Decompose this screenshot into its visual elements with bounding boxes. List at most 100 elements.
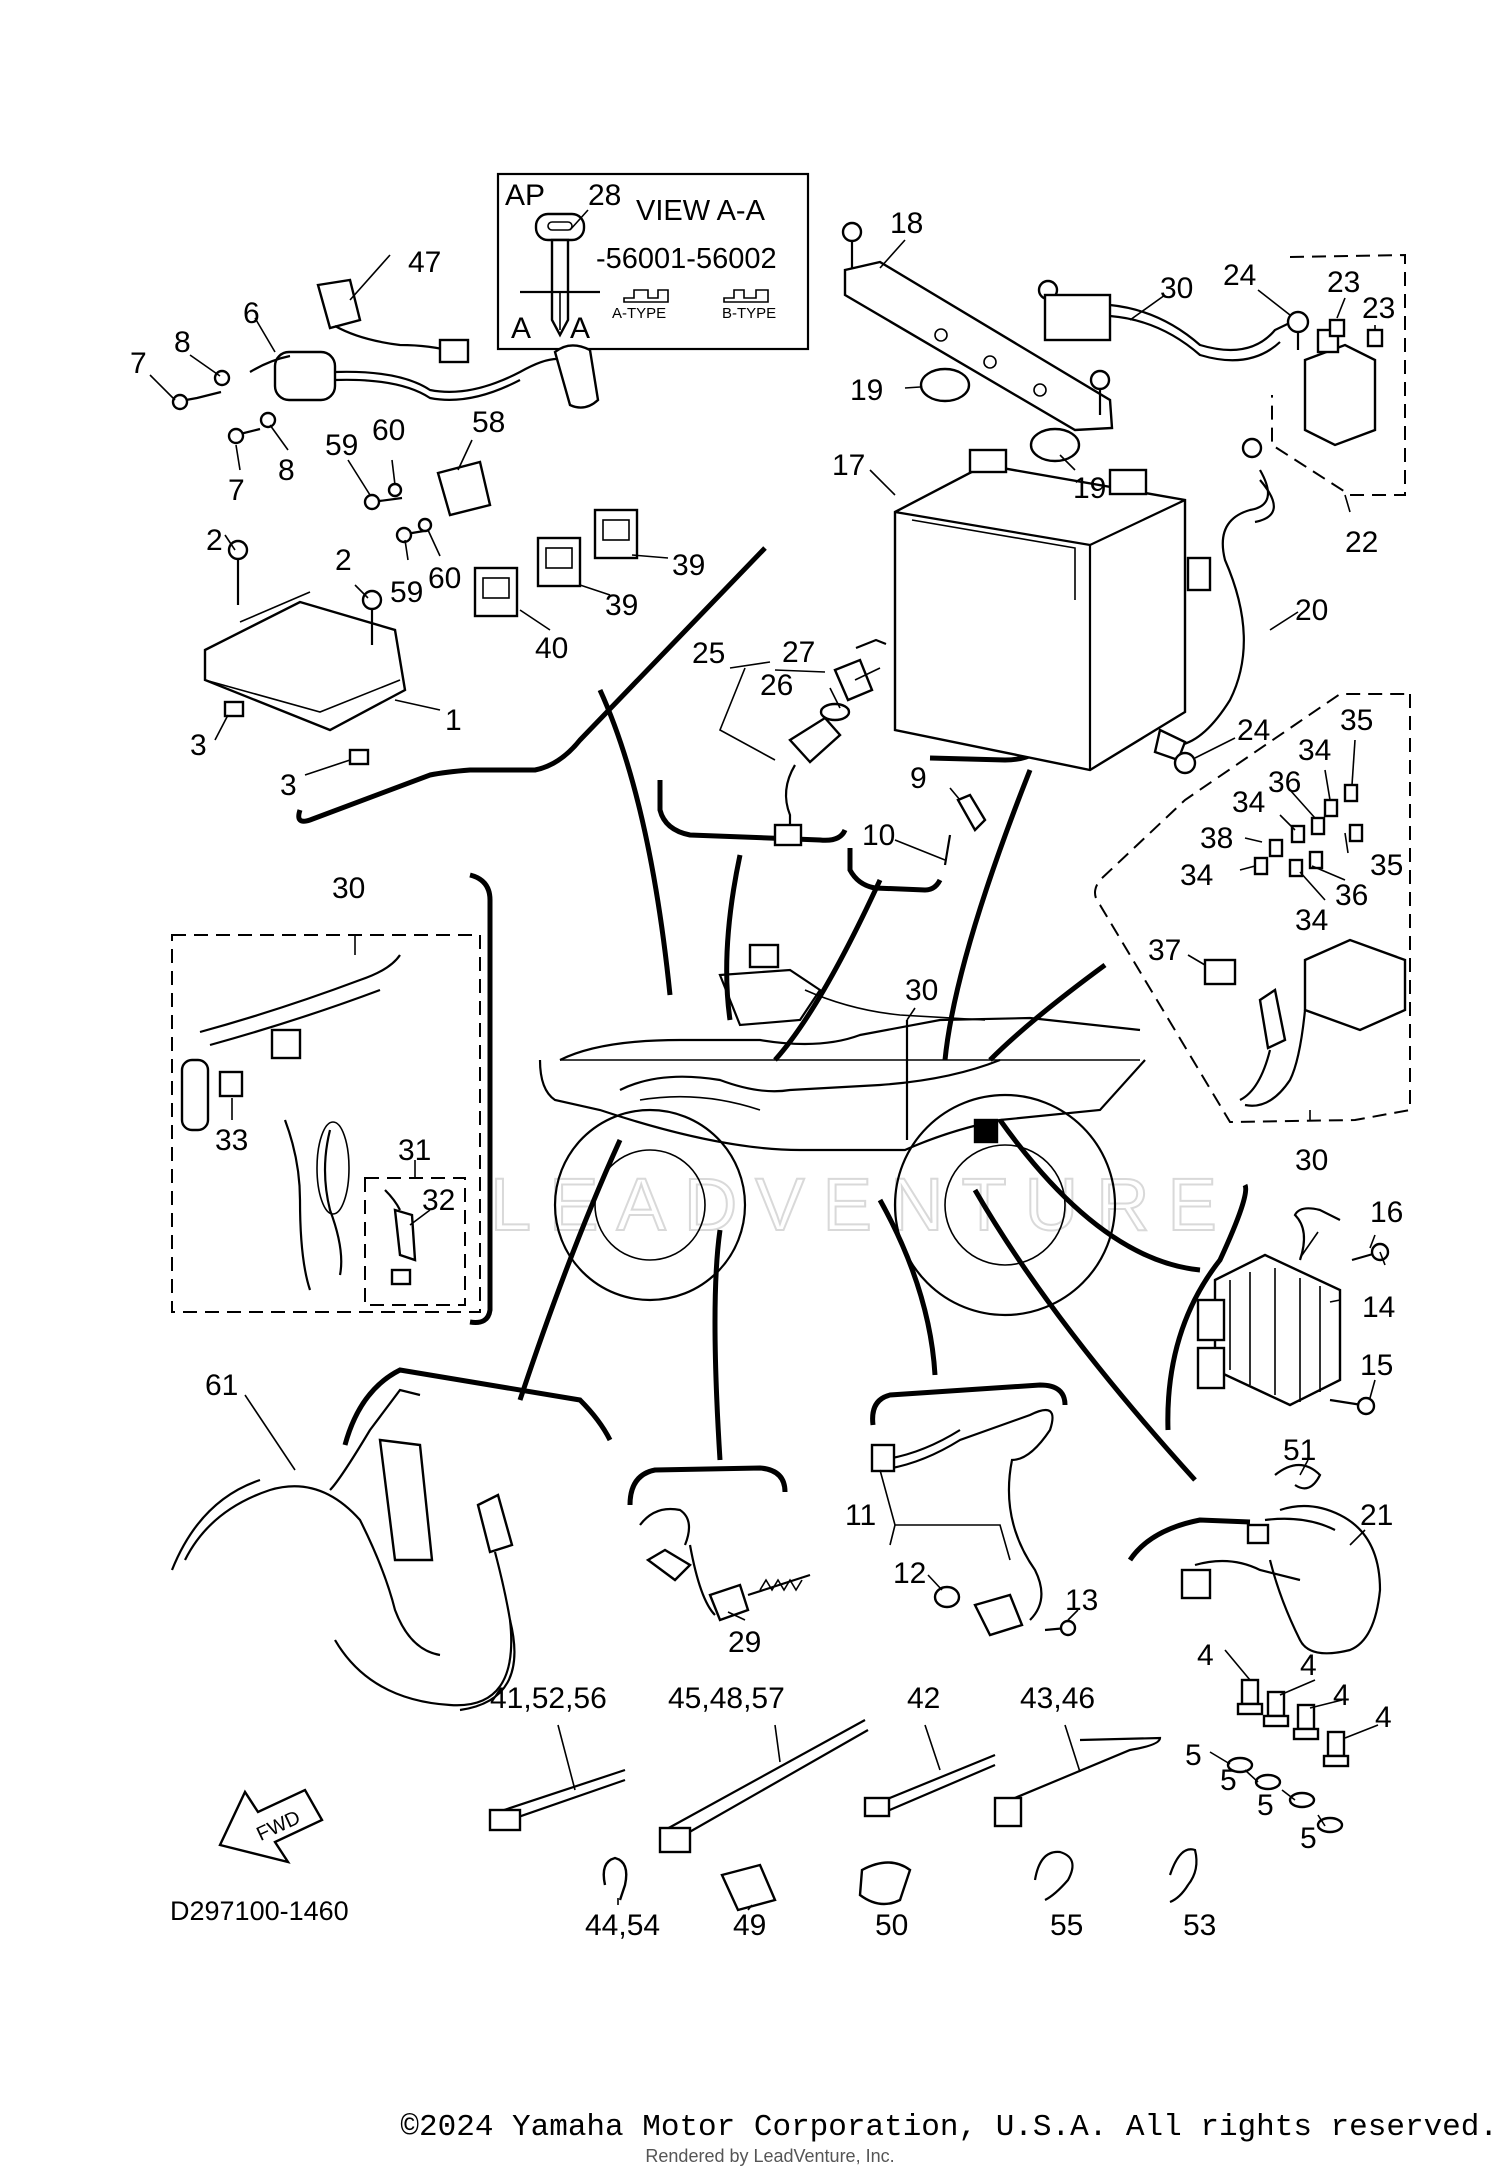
- top-left-group: [171, 278, 767, 824]
- callout-7: 7: [228, 474, 245, 507]
- callout-60: 60: [428, 562, 461, 595]
- callout-60: 60: [372, 414, 405, 447]
- copyright-footer: ©2024 Yamaha Motor Corporation, U.S.A. A…: [400, 2110, 1498, 2145]
- callout-2: 2: [206, 524, 223, 557]
- diagram-id: D297100-1460: [170, 1896, 349, 1926]
- callout-13: 13: [1065, 1584, 1098, 1617]
- callout-33: 33: [215, 1124, 248, 1157]
- callout-32: 32: [422, 1184, 455, 1217]
- leader-lines: [149, 239, 1386, 1911]
- sensor-29-group: [627, 1465, 811, 1622]
- ignition-coil: [249, 350, 566, 402]
- callout-36: 36: [1268, 766, 1301, 799]
- view-codes: -56001-56002: [596, 243, 777, 275]
- section-left: A: [511, 312, 531, 345]
- callout-5: 5: [1220, 1764, 1237, 1797]
- ties-and-clamps: [488, 1719, 1198, 1912]
- callout-24: 24: [1237, 714, 1270, 747]
- callout-30: 30: [1160, 272, 1193, 305]
- battery-group: [841, 221, 1406, 775]
- fwd-arrow-icon: FWD: [218, 1788, 324, 1864]
- plug-cap-47: [316, 278, 470, 364]
- wire-harness-21-group: [1127, 1463, 1382, 1834]
- callout-2: 2: [335, 544, 352, 577]
- callout-25: 25: [692, 637, 725, 670]
- callout-43-46: 43,46: [1020, 1682, 1095, 1715]
- callout-5: 5: [1185, 1739, 1202, 1772]
- callout-55: 55: [1050, 1909, 1083, 1942]
- callout-49: 49: [733, 1909, 766, 1942]
- callout-31: 31: [398, 1134, 431, 1167]
- callout-45-48-57: 45,48,57: [668, 1682, 785, 1715]
- callout-34: 34: [1180, 859, 1213, 892]
- harness-61-group: [170, 1367, 613, 1712]
- callout-30: 30: [1295, 1144, 1328, 1177]
- callout-47: 47: [408, 246, 441, 279]
- callout-5: 5: [1257, 1789, 1274, 1822]
- callout-50: 50: [875, 1909, 908, 1942]
- callout-34: 34: [1298, 734, 1331, 767]
- callout-35: 35: [1370, 849, 1403, 882]
- fuse-box-group: [1094, 693, 1411, 1124]
- callout-28: 28: [588, 179, 621, 212]
- callout-20: 20: [1295, 594, 1328, 627]
- callout-39: 39: [605, 589, 638, 622]
- callout-59: 59: [390, 576, 423, 609]
- key-icon: [520, 212, 600, 338]
- rectifier-group: [1165, 1183, 1390, 1431]
- callout-8: 8: [174, 326, 191, 359]
- callout-15: 15: [1360, 1349, 1393, 1382]
- section-right: A: [570, 312, 590, 345]
- callout-12: 12: [893, 1557, 926, 1590]
- view-ap-label: AP: [505, 179, 545, 212]
- sub-harness-group: [171, 872, 493, 1325]
- callout-18: 18: [890, 207, 923, 240]
- watermark: LEADVENTURE: [490, 1163, 1235, 1246]
- callout-5: 5: [1300, 1822, 1317, 1855]
- callout-34: 34: [1232, 786, 1265, 819]
- callout-36: 36: [1335, 879, 1368, 912]
- callout-53: 53: [1183, 1909, 1216, 1942]
- callout-1: 1: [445, 704, 462, 737]
- callout-58: 58: [472, 406, 505, 439]
- callout-37: 37: [1148, 934, 1181, 967]
- callout-41-52-56: 41,52,56: [490, 1682, 607, 1715]
- b-type-profile: [723, 289, 769, 303]
- callout-44-54: 44,54: [585, 1909, 660, 1942]
- sensor-11-group: [870, 1382, 1077, 1637]
- callout-3: 3: [190, 729, 207, 762]
- callout-59: 59: [325, 429, 358, 462]
- callout-30: 30: [332, 872, 365, 905]
- callout-29: 29: [728, 1626, 761, 1659]
- callout-3: 3: [280, 769, 297, 802]
- callout-23: 23: [1327, 266, 1360, 299]
- callout-4: 4: [1333, 1679, 1350, 1712]
- callout-19: 19: [1073, 472, 1106, 505]
- callout-34: 34: [1295, 904, 1328, 937]
- callout-51: 51: [1283, 1434, 1316, 1467]
- view-a-type: A-TYPE: [612, 305, 666, 322]
- callout-30: 30: [905, 974, 938, 1007]
- callout-4: 4: [1300, 1649, 1317, 1682]
- callout-21: 21: [1360, 1499, 1393, 1532]
- callout-42: 42: [907, 1682, 940, 1715]
- callout-23: 23: [1362, 292, 1395, 325]
- callout-11: 11: [845, 1499, 876, 1532]
- callout-17: 17: [832, 449, 865, 482]
- callout-61: 61: [205, 1369, 238, 1402]
- callout-40: 40: [535, 632, 568, 665]
- view-b-type: B-TYPE: [722, 305, 776, 322]
- callout-10: 10: [862, 819, 895, 852]
- callout-39: 39: [672, 549, 705, 582]
- callout-8: 8: [278, 454, 295, 487]
- callout-6: 6: [243, 297, 260, 330]
- rendered-by-credit: Rendered by LeadVenture, Inc.: [645, 2146, 895, 2166]
- atv-illustration: [517, 688, 1201, 1482]
- battery: [893, 463, 1187, 772]
- callout-26: 26: [760, 669, 793, 702]
- view-title: VIEW A-A: [636, 195, 766, 227]
- a-type-profile: [623, 289, 669, 303]
- callout-14: 14: [1362, 1291, 1395, 1324]
- callout-7: 7: [130, 347, 147, 380]
